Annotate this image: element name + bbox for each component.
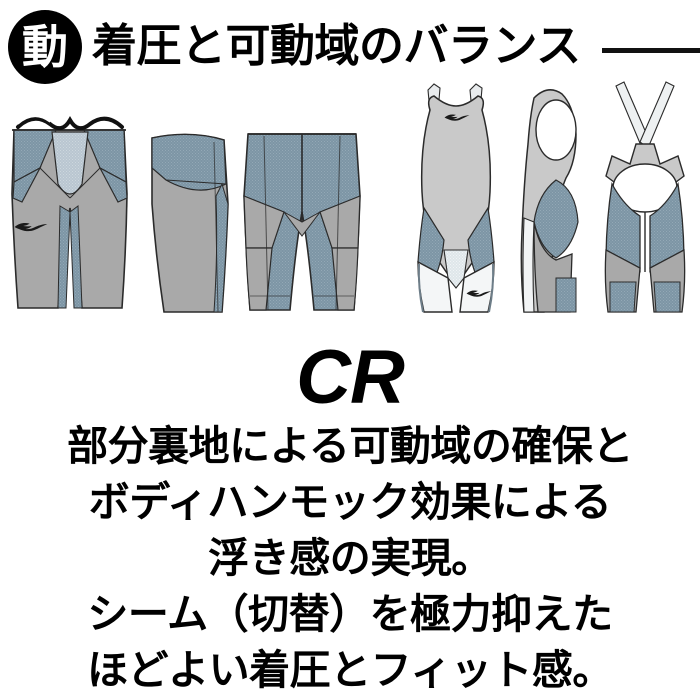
- cr-wordmark: CR: [296, 335, 405, 420]
- description-line: ボディハンモック効果による: [88, 479, 612, 525]
- illustration-womens-suit-side: [520, 89, 579, 313]
- description-line: 浮き感の実現。: [208, 535, 492, 581]
- illustration-mens-jammer-front: [11, 115, 128, 309]
- description-block: 部分裏地による可動域の確保と ボディハンモック効果による 浮き感の実現。 シーム…: [0, 418, 700, 698]
- section-badge: 動: [8, 10, 82, 84]
- illustration-mens-jammer-side: [151, 133, 229, 313]
- page-title: 着圧と可動域のバランス: [92, 20, 581, 71]
- swimwear-illustration-group: [0, 72, 700, 322]
- illustration-womens-suit-front: [417, 83, 495, 313]
- header: 動 着圧と可動域のバランス: [0, 0, 700, 96]
- description-line: 部分裏地による可動域の確保と: [67, 423, 633, 469]
- header-rule-divider: [602, 48, 700, 53]
- illustration-womens-suit-back: [604, 81, 686, 313]
- illustration-mens-jammer-back: [243, 133, 361, 311]
- description-line: ほどよい着圧とフィット感。: [87, 647, 613, 693]
- description-line: シーム（切替）を極力抑えた: [87, 591, 613, 637]
